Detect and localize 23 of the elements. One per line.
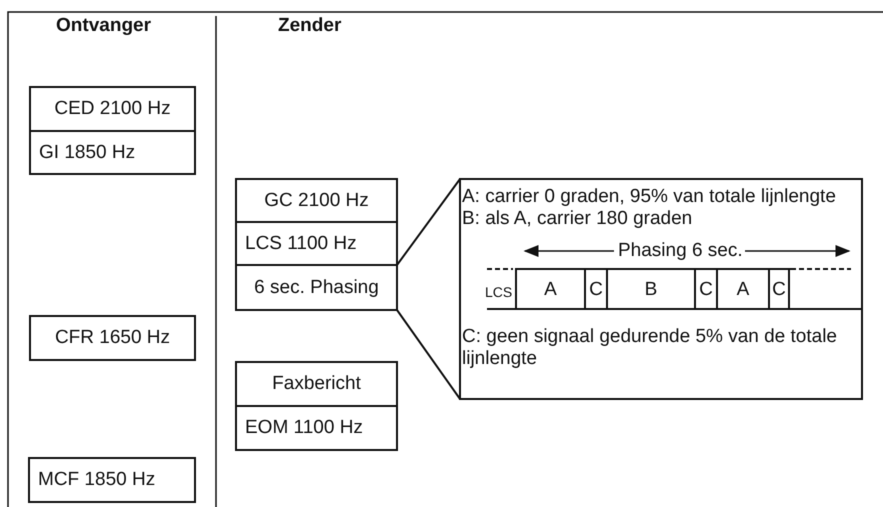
signal-box: GC 2100 Hz bbox=[235, 178, 398, 223]
detail-panel bbox=[459, 178, 863, 400]
legend-note: C: geen signaal gedurende 5% van de totale lijnlengte bbox=[462, 326, 838, 370]
signal-box: LCS 1100 Hz bbox=[235, 221, 398, 266]
legend-note: A: carrier 0 graden, 95% van totale lijnlengte bbox=[462, 186, 836, 208]
signal-segment: C bbox=[768, 269, 790, 310]
signal-box: MCF 1850 Hz bbox=[28, 457, 196, 503]
column-heading: Ontvanger bbox=[56, 15, 152, 37]
signal-segment: C bbox=[694, 269, 718, 310]
signal-box: EOM 1100 Hz bbox=[235, 405, 398, 451]
signal-box: Faxbericht bbox=[235, 361, 398, 407]
signal-box: CED 2100 Hz bbox=[29, 86, 196, 132]
signal-box: GI 1850 Hz bbox=[29, 130, 196, 175]
zoom-line bbox=[396, 178, 461, 400]
column-heading: Zender bbox=[278, 15, 342, 37]
signal-segment: B bbox=[606, 269, 696, 310]
signal-segment: A bbox=[515, 269, 586, 310]
segment-label: LCS bbox=[485, 283, 512, 302]
signal-segment: A bbox=[716, 269, 770, 310]
signal-segment: C bbox=[584, 269, 608, 310]
signal-box: 6 sec. Phasing bbox=[235, 264, 398, 311]
legend-note: B: als A, carrier 180 graden bbox=[462, 208, 692, 230]
signal-box: CFR 1650 Hz bbox=[29, 315, 196, 361]
